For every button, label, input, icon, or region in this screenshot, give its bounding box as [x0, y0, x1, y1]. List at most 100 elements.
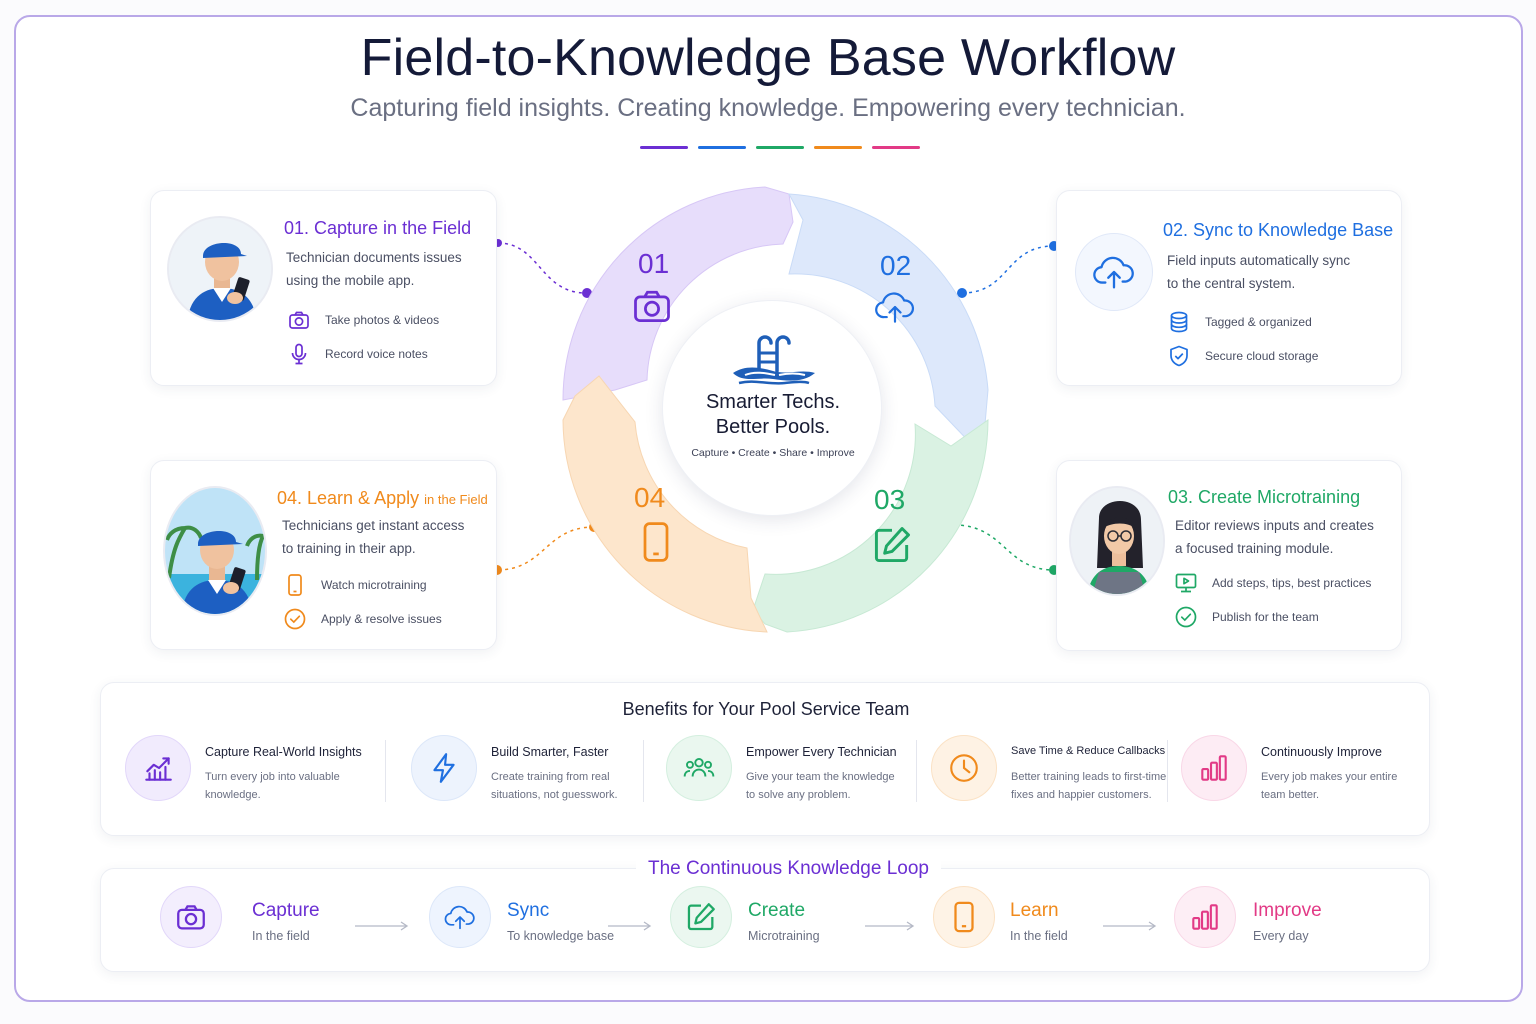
description-line: Editor reviews inputs and creates [1175, 518, 1374, 533]
description-line: Every job makes your entire [1261, 771, 1398, 783]
loop-icon-badge [429, 886, 491, 948]
phone-icon [954, 901, 974, 933]
step-description: Technician documents issues using the mo… [286, 246, 462, 292]
divider [916, 740, 917, 802]
feature-label: Apply & resolve issues [321, 612, 442, 626]
check-circle-icon [284, 608, 306, 630]
accent-bar-pink [872, 146, 920, 149]
feature-label: Watch microtraining [321, 578, 427, 592]
benefit-icon-badge [125, 735, 191, 801]
accent-bar-orange [814, 146, 862, 149]
description-line: fixes and happier customers. [1011, 789, 1152, 801]
camera-icon [634, 290, 670, 323]
loop-step-subtitle: Every day [1253, 929, 1309, 943]
feature-item: Add steps, tips, best practices [1174, 571, 1371, 595]
cloud-upload-icon [875, 292, 915, 323]
description-line: to solve any problem. [746, 789, 851, 801]
step-title: 01. Capture in the Field [284, 218, 472, 238]
step-card-sync: 02. Sync to Knowledge Base Field inputs … [1056, 190, 1402, 386]
wheel-number: 04 [634, 482, 666, 513]
pool-ladder-logo-icon [733, 335, 815, 385]
step-title-main: 04. Learn & Apply [277, 488, 420, 508]
description-line: a focused training module. [1175, 541, 1334, 556]
accent-bar-green [756, 146, 804, 149]
cloud-upload-icon [1093, 256, 1134, 289]
benefit-description: Better training leads to first-time fixe… [1011, 768, 1166, 804]
database-icon [1170, 311, 1188, 333]
divider [1167, 740, 1168, 802]
play-screen-icon [1175, 573, 1197, 593]
accent-bars [640, 146, 920, 149]
divider [643, 740, 644, 802]
divider [385, 740, 386, 802]
benefit-description: Every job makes your entire team better. [1261, 768, 1397, 804]
benefit-title: Empower Every Technician [746, 745, 897, 759]
benefit-description: Create training from real situations, no… [491, 768, 618, 804]
feature-item: Record voice notes [287, 342, 428, 366]
team-icon [683, 758, 715, 777]
description-line: Create training from real [491, 771, 610, 783]
loop-icon-badge [933, 886, 995, 948]
knowledge-loop-title: The Continuous Knowledge Loop [636, 858, 941, 880]
benefit-icon-badge [931, 735, 997, 801]
cloud-upload-icon [444, 905, 475, 930]
benefit-description: Turn every job into valuable knowledge. [205, 768, 340, 804]
benefit-title: Save Time & Reduce Callbacks [1011, 745, 1166, 757]
feature-item: Tagged & organized [1167, 310, 1312, 334]
description-line: Give your team the knowledge [746, 771, 895, 783]
description-line: knowledge. [205, 789, 261, 801]
loop-icon-badge [160, 886, 222, 948]
benefit-icon-badge [1181, 735, 1247, 801]
description-line: situations, not guesswork. [491, 789, 618, 801]
page-subtitle: Capturing field insights. Creating knowl… [350, 94, 1186, 122]
workflow-wheel [562, 186, 989, 633]
feature-item: Watch microtraining [283, 573, 427, 597]
loop-step-subtitle: In the field [252, 929, 310, 943]
growth-chart-icon [145, 757, 172, 781]
wheel-number: 03 [874, 484, 906, 515]
cloud-badge [1075, 233, 1153, 311]
loop-step-subtitle: In the field [1010, 929, 1068, 943]
phone-icon [643, 522, 669, 562]
loop-step-name: Learn [1010, 900, 1059, 921]
step-card-capture: 01. Capture in the Field Technician docu… [150, 190, 497, 386]
wheel-center-badge: Smarter Techs. Better Pools. Capture • C… [662, 300, 882, 516]
loop-step-name: Improve [1253, 900, 1322, 921]
camera-icon [177, 905, 205, 930]
step-title: 02. Sync to Knowledge Base [1163, 220, 1394, 240]
description-line: team better. [1261, 789, 1320, 801]
benefit-title: Continuously Improve [1261, 745, 1382, 759]
camera-icon [289, 311, 309, 329]
loop-icon-badge [670, 886, 732, 948]
benefit-description: Give your team the knowledge to solve an… [746, 768, 895, 804]
description-line: Better training leads to first-time [1011, 771, 1167, 783]
description-line: Field inputs automatically sync [1167, 253, 1351, 268]
feature-item: Publish for the team [1174, 605, 1319, 629]
arrow-right-icon [355, 921, 409, 931]
bar-chart-icon [1192, 904, 1218, 930]
technician-field-avatar [163, 486, 267, 616]
wheel-number: 02 [880, 250, 912, 281]
step-card-learn: 04. Learn & Apply in the Field Technicia… [150, 460, 497, 650]
feature-label: Record voice notes [325, 347, 428, 361]
phone-icon [288, 574, 302, 596]
loop-step-name: Sync [507, 900, 550, 921]
feature-label: Publish for the team [1212, 610, 1319, 624]
benefits-title: Benefits for Your Pool Service Team [622, 699, 910, 719]
benefit-icon-badge [411, 735, 477, 801]
description-line: to training in their app. [282, 541, 416, 556]
benefit-icon-badge [666, 735, 732, 801]
feature-item: Secure cloud storage [1167, 344, 1318, 368]
clock-icon [950, 754, 978, 782]
benefits-panel: Benefits for Your Pool Service Team Capt… [100, 682, 1430, 836]
check-circle-icon [1175, 606, 1197, 628]
lightning-icon [433, 753, 455, 783]
technician-avatar [167, 216, 273, 322]
center-tagline: Capture • Create • Share • Improve [691, 447, 855, 459]
feature-label: Tagged & organized [1205, 315, 1312, 329]
benefit-title: Capture Real-World Insights [205, 745, 362, 759]
benefit-title: Build Smarter, Faster [491, 745, 609, 759]
loop-step-subtitle: To knowledge base [507, 929, 615, 943]
edit-icon [687, 903, 715, 931]
bar-chart-icon [1201, 755, 1227, 781]
